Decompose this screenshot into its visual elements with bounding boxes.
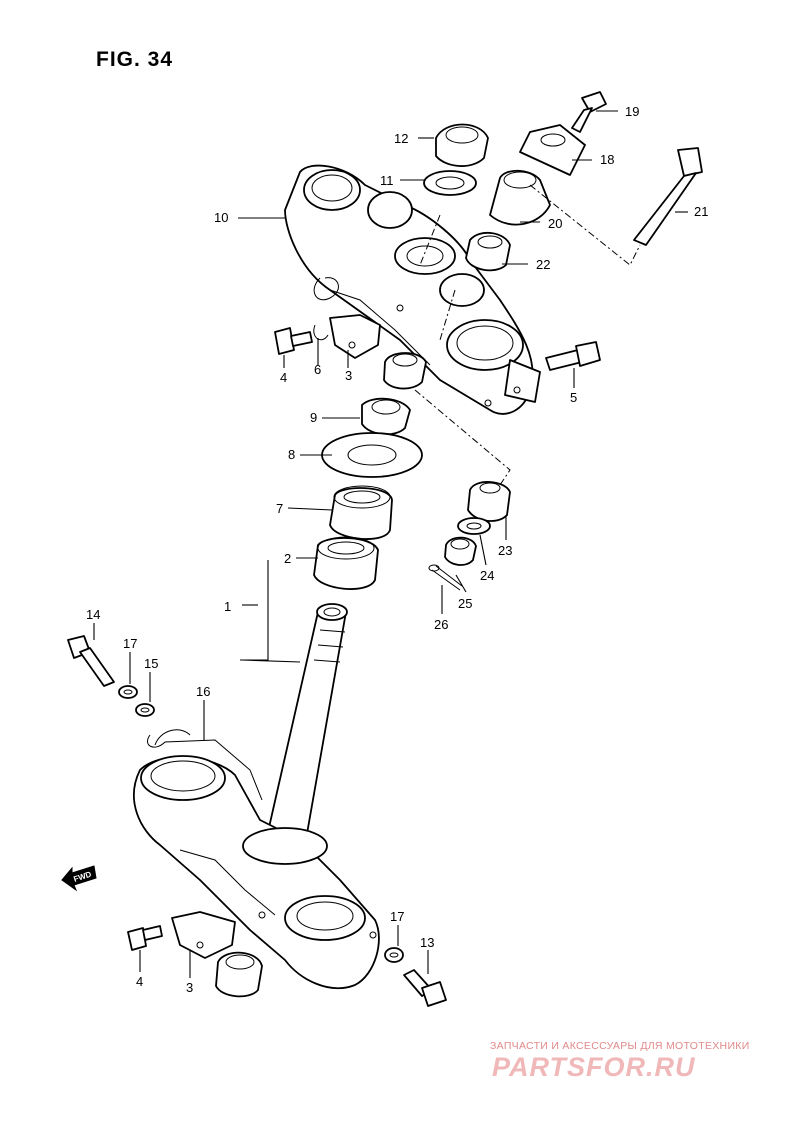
part-label-2: 2 <box>284 551 291 566</box>
part-label-26: 26 <box>434 617 448 632</box>
bolt-13 <box>403 969 447 1007</box>
part-label-9: 9 <box>310 410 317 425</box>
part-label-8: 8 <box>288 447 295 462</box>
bushing-upper <box>383 352 427 390</box>
fwd-arrow-icon: FWD <box>61 865 97 892</box>
part-label-15: 15 <box>144 656 158 671</box>
cotter-pin-25 <box>428 564 463 591</box>
part-label-3-lower: 3 <box>186 980 193 995</box>
clip-6 <box>313 277 339 341</box>
washer-17-left <box>118 685 138 699</box>
leader-lines <box>93 110 688 978</box>
lower-bracket <box>133 755 380 990</box>
part-labels: 19 18 21 20 22 12 11 10 4 6 3 5 9 8 7 2 … <box>86 104 708 995</box>
part-label-21: 21 <box>694 204 708 219</box>
washer-11 <box>423 170 477 196</box>
part-label-19: 19 <box>625 104 639 119</box>
bracket-3-lower <box>171 911 236 959</box>
part-label-4-upper: 4 <box>280 370 287 385</box>
steering-stem <box>264 603 348 846</box>
nut-12 <box>435 123 489 167</box>
handlebar-holder-cap-18 <box>519 124 586 176</box>
clamp-bolt-19 <box>571 91 607 133</box>
part-label-3-upper: 3 <box>345 368 352 383</box>
bearing-7 <box>329 485 393 540</box>
part-label-10: 10 <box>214 210 228 225</box>
part-label-23: 23 <box>498 543 512 558</box>
watermark-caption: ЗАПЧАСТИ И АКСЕССУАРЫ ДЛЯ МОТОТЕХНИКИ <box>490 1040 750 1052</box>
part-label-16: 16 <box>196 684 210 699</box>
part-label-7: 7 <box>276 501 283 516</box>
center-lines <box>414 184 641 486</box>
bolt-5 <box>545 341 601 371</box>
upper-bracket <box>284 164 541 415</box>
part-label-13: 13 <box>420 935 434 950</box>
part-label-22: 22 <box>536 257 550 272</box>
watermark-logo: PARTSFOR.RU <box>492 1052 696 1082</box>
part-label-18: 18 <box>600 152 614 167</box>
washer-17-right <box>384 947 404 963</box>
cushion-22 <box>465 231 511 272</box>
grommet-lower <box>215 951 263 998</box>
bolt-14 <box>67 635 115 687</box>
bolt-21 <box>633 147 703 246</box>
part-label-5: 5 <box>570 390 577 405</box>
bracket-3-upper <box>329 314 381 359</box>
bearing-2 <box>313 536 379 590</box>
part-label-20: 20 <box>548 216 562 231</box>
part-label-25: 25 <box>458 596 472 611</box>
handlebar-holder-20 <box>489 169 551 226</box>
part-label-17-right: 17 <box>390 909 404 924</box>
part-label-24: 24 <box>480 568 494 583</box>
clip-16 <box>147 729 263 801</box>
seal-8 <box>321 432 423 478</box>
part-label-1: 1 <box>224 599 231 614</box>
bolt-4-lower <box>127 925 163 951</box>
washer-15 <box>135 703 155 717</box>
part-label-11: 11 <box>380 173 394 188</box>
washer-24-upper <box>457 517 491 535</box>
part-label-4-lower: 4 <box>136 974 143 989</box>
part-label-6: 6 <box>314 362 321 377</box>
figure-title: FIG. 34 <box>96 48 174 71</box>
part-label-17-left: 17 <box>123 636 137 651</box>
nut-9 <box>361 397 411 436</box>
part-label-14: 14 <box>86 607 100 622</box>
part-label-12: 12 <box>394 131 408 146</box>
cushion-23 <box>467 481 511 522</box>
bolt-4-upper <box>274 327 313 355</box>
nut-24 <box>444 536 477 566</box>
